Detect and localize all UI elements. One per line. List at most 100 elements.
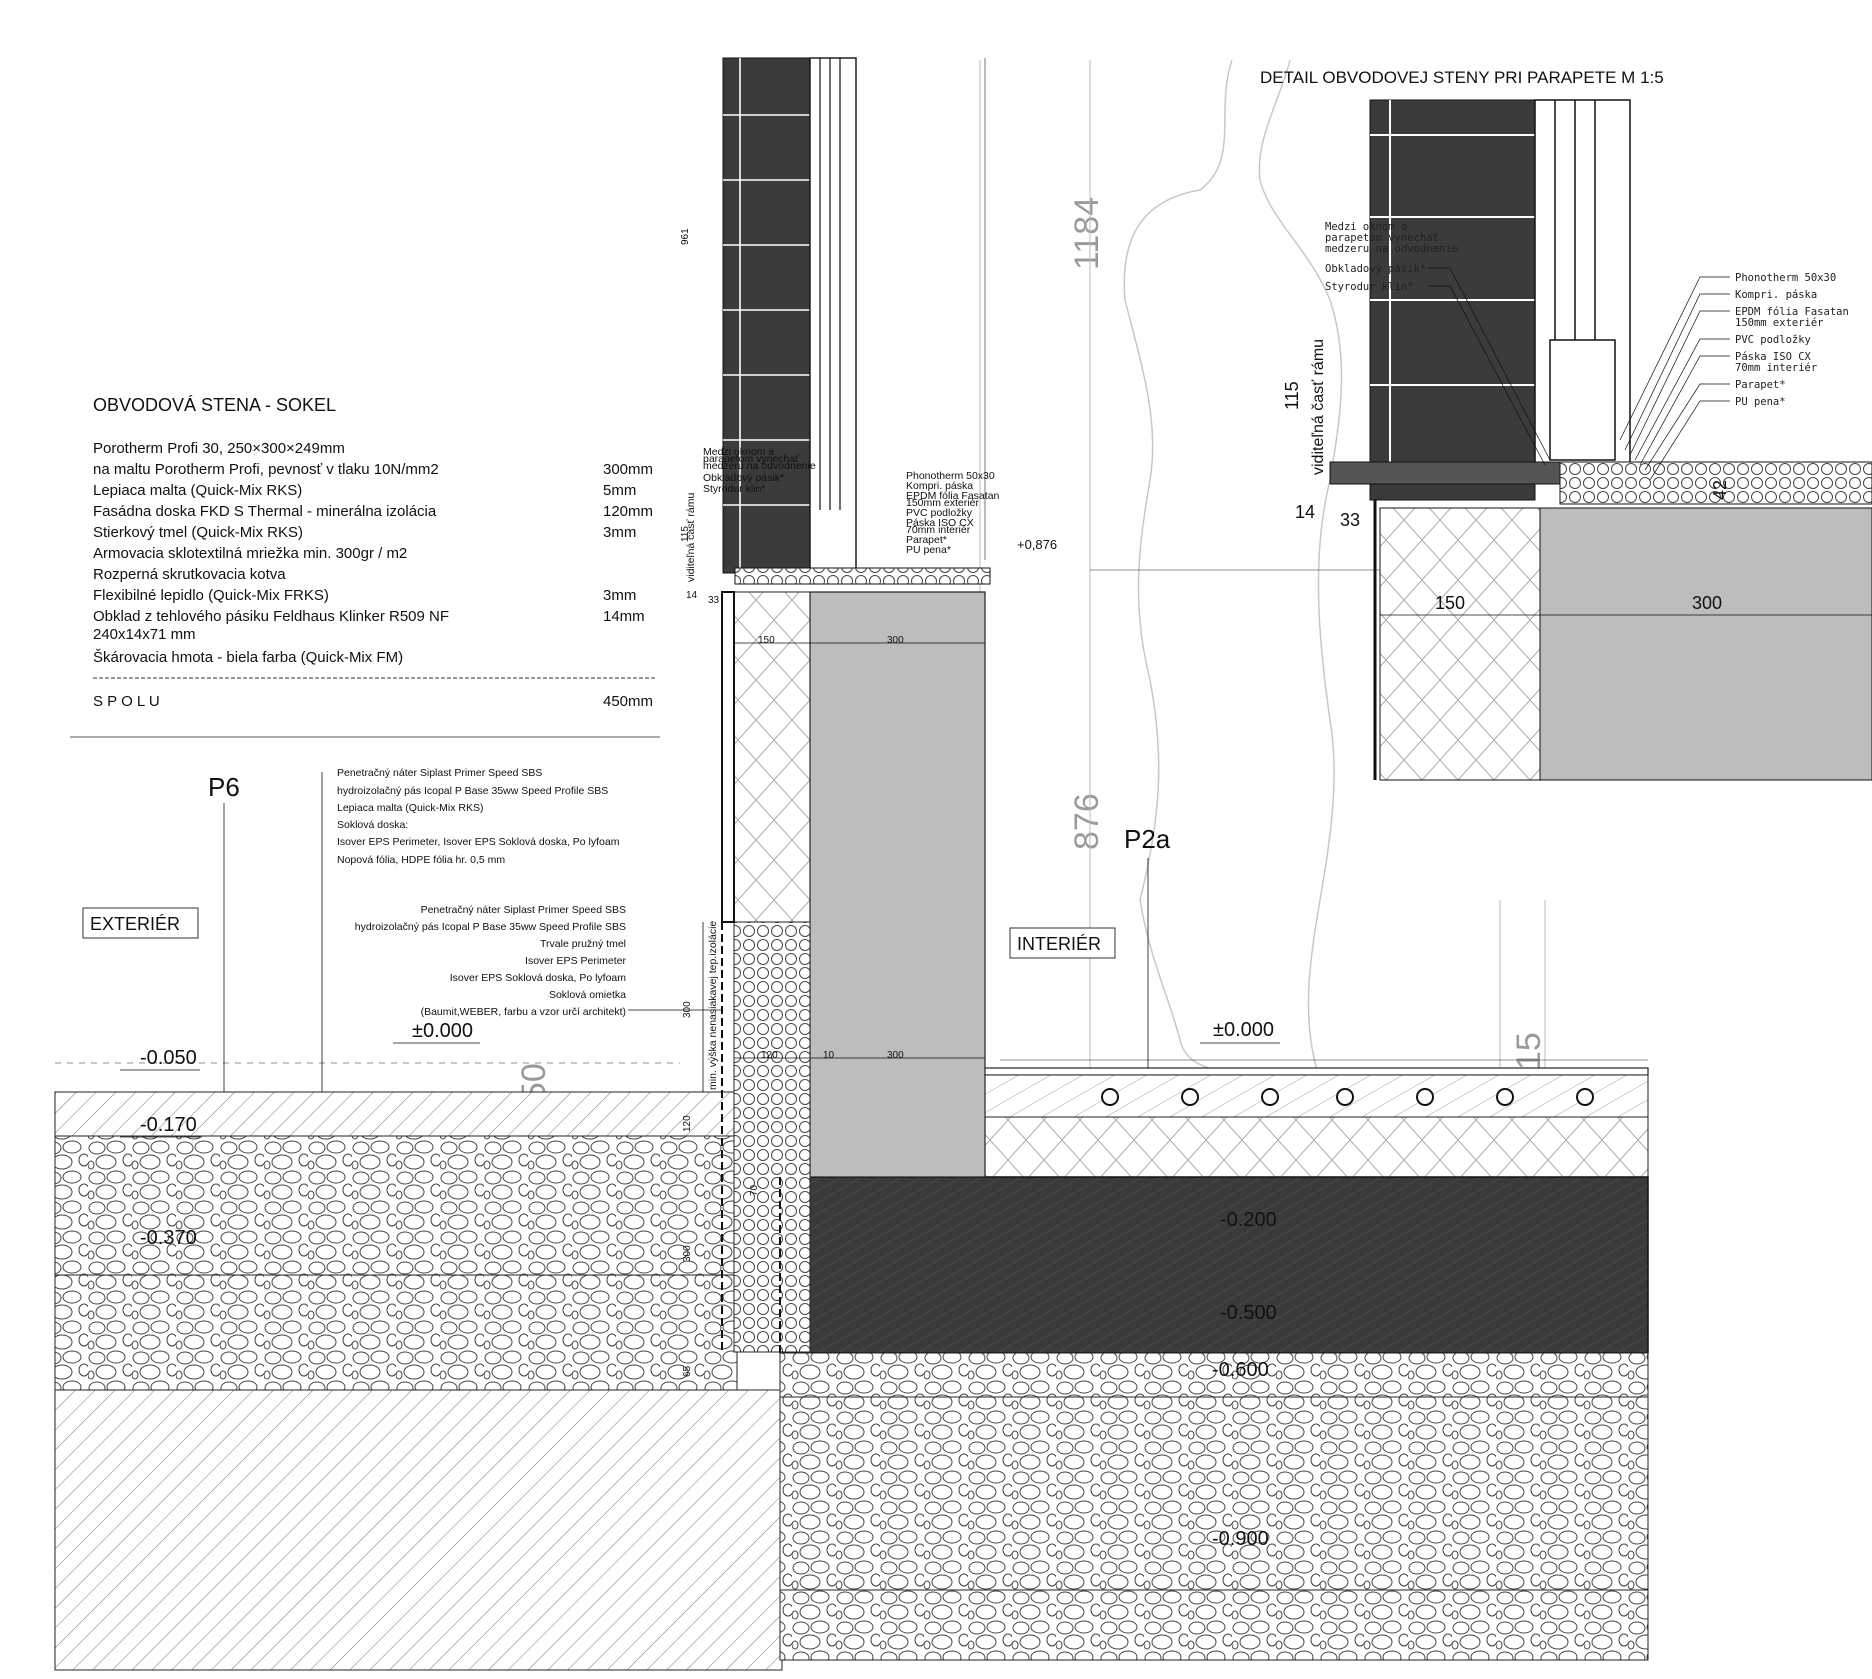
plinth-eps-insulation <box>733 921 811 1353</box>
dim-70: 70 <box>749 1184 760 1196</box>
spec-row-value: 300mm <box>603 461 653 478</box>
detail-porotherm <box>1539 507 1872 781</box>
spec-row-text: Flexibilné lepidlo (Quick-Mix FRKS) <box>93 587 329 604</box>
wall-dim-lines <box>734 642 985 1059</box>
parapet-detail <box>1329 99 1872 781</box>
spec-row-text: 240x14x71 mm <box>93 626 196 643</box>
section-marker-p6: P6 <box>208 772 240 802</box>
spec-row-value: 120mm <box>603 503 653 520</box>
ghost-dim-1184: 1184 <box>1068 197 1106 270</box>
detail-label-right: Phonotherm 50x30 <box>1735 272 1836 284</box>
p6-note: Nopová fólia, HDPE fólia hr. 0,5 mm <box>337 854 505 866</box>
detail-sill <box>1329 461 1561 485</box>
sokel-note: Trvale pružný tmel <box>540 938 626 950</box>
spec-row-text: Lepiaca malta (Quick-Mix RKS) <box>93 482 302 499</box>
section-marker-p2a: P2a <box>1124 824 1171 854</box>
ghost-dim-15: 15 <box>1510 1032 1548 1070</box>
detail-label-left: Styrodur klin* <box>1325 281 1414 293</box>
detail-label-left: Medzi oknom a <box>1325 221 1407 233</box>
level-minus-0600: -0.600 <box>1212 1359 1269 1381</box>
sokel-note: (Baumit,WEBER, farbu a vzor určí archite… <box>421 1006 626 1018</box>
p6-note: Lepiaca malta (Quick-Mix RKS) <box>337 802 483 814</box>
main-small-label: Medzi oknom a <box>703 446 774 458</box>
exterior-native-soil <box>54 1389 783 1671</box>
p6-note: Soklová doska: <box>337 819 408 831</box>
spec-total-label: S P O L U <box>93 693 160 710</box>
detail-dims: 115 14 33 42 150 300 <box>1282 381 1730 613</box>
spec-total-value: 450mm <box>603 693 653 710</box>
spec-row-text: Porotherm Profi 30, 250×300×249mm <box>93 440 345 457</box>
dim-33: 33 <box>708 595 720 606</box>
dim-300: 300 <box>887 635 904 646</box>
ghost-dim-876: 876 <box>1068 793 1106 850</box>
interior-deep-gravel <box>779 1396 1649 1661</box>
spec-row-text: Stierkový tmel (Quick-Mix RKS) <box>93 524 303 541</box>
spec-row-text: na maltu Porotherm Profi, pevnosť v tlak… <box>93 461 439 478</box>
detail-dim-115: 115 <box>1282 381 1302 410</box>
main-visible-frame-label: viditeľná časť rámu <box>685 493 697 582</box>
window-sill-main <box>734 567 991 585</box>
detail-label-left: Obkladový pásik* <box>1325 263 1426 275</box>
spec-row-text: Fasádna doska FKD S Thermal - minerálna … <box>93 503 437 520</box>
spec-row-text: Obklad z tehlového pásiku Feldhaus Klink… <box>93 608 449 625</box>
exterior-tag-box <box>82 907 199 939</box>
main-small-label: medzeru na odvodnenie <box>703 460 816 472</box>
level-minus-0500: -0.500 <box>1220 1302 1277 1324</box>
detail-label-left: medzeru na odvodnenie <box>1325 243 1458 255</box>
spec-row-text: Armovacia sklotextilná mriežka min. 300g… <box>93 545 407 562</box>
p6-note: hydroizolačný pás Icopal P Base 35ww Spe… <box>337 785 608 797</box>
detail-labels-right: Phonotherm 50x30 Kompri. páska EPDM fóli… <box>1735 272 1849 408</box>
detail-label-left: parapetom vynechať <box>1325 232 1439 244</box>
dim-961: 961 <box>680 228 691 245</box>
level-leaders <box>120 1042 1280 1138</box>
detail-label-right: PU pena* <box>1735 396 1786 408</box>
interior-tag-box <box>1009 927 1116 959</box>
sokel-note: Penetračný náter Siplast Primer Speed SB… <box>421 904 626 916</box>
sokel-note: hydroizolačný pás Icopal P Base 35ww Spe… <box>355 921 626 933</box>
sokel-note: Isover EPS Soklová doska, Po lyfoam <box>450 972 627 984</box>
level-minus-0200: -0.200 <box>1220 1209 1277 1231</box>
interior-floor-insulation <box>982 1116 1649 1178</box>
main-small-label: 150mm exteriér <box>906 497 979 509</box>
detail-mineral-insulation <box>1379 507 1541 781</box>
dim-14: 14 <box>686 590 698 601</box>
interior-gravel-bed <box>779 1352 1649 1398</box>
floor-heating-pipes <box>1101 1088 1594 1106</box>
detail-visible-frame-label: viditeľná časť rámu <box>1310 339 1327 475</box>
detail-dim-42: 42 <box>1710 480 1730 500</box>
main-small-label: PU pena* <box>906 544 951 556</box>
main-small-label: Phonotherm 50x30 <box>906 470 995 482</box>
detail-dim-300: 300 <box>1692 593 1722 613</box>
sokel-notes: Penetračný náter Siplast Primer Speed SB… <box>355 904 627 1018</box>
dim-10: 10 <box>823 1050 835 1061</box>
level-minus-0050: -0.050 <box>140 1047 197 1069</box>
sokel-note: Soklová omietka <box>549 989 626 1001</box>
interior-label: INTERIÉR <box>1017 934 1101 954</box>
dim-115: 115 <box>680 526 691 542</box>
main-small-label: 70mm interiér <box>906 524 971 536</box>
detail-title: DETAIL OBVODOVEJ STENY PRI PARAPETE M 1:… <box>1260 68 1664 87</box>
detail-label-right: Parapet* <box>1735 379 1786 391</box>
detail-label-right: PVC podložky <box>1735 334 1811 346</box>
dim-120: 120 <box>761 1050 778 1061</box>
p6-note: Penetračný náter Siplast Primer Speed SB… <box>337 767 542 779</box>
brick-joints <box>723 58 813 570</box>
main-small-label: Styrodur klin* <box>703 483 765 495</box>
dim-150: 150 <box>758 635 775 646</box>
detail-dim-33: 33 <box>1340 510 1360 530</box>
interior-screed <box>982 1074 1649 1118</box>
dim-300-c: 300 <box>682 1001 693 1018</box>
exterior-gravel-layer <box>54 1135 738 1391</box>
spec-row-text: Rozperná skrutkovacia kotva <box>93 566 286 583</box>
interior-floor-finish <box>982 1067 1649 1076</box>
facade-cladding <box>721 591 735 923</box>
detail-floor-eps <box>1559 461 1872 505</box>
main-small-labels-right: Phonotherm 50x30 Kompri. páska EPDM fóli… <box>906 470 1000 556</box>
main-small-label: Páska ISO CX <box>906 517 974 529</box>
spec-row-value: 14mm <box>603 608 645 625</box>
dim-300-b: 300 <box>887 1050 904 1061</box>
main-small-label: Parapet* <box>906 534 947 546</box>
porotherm-wall <box>809 591 986 1178</box>
main-small-label: PVC podložky <box>906 507 973 519</box>
window-frame-main <box>809 57 857 579</box>
